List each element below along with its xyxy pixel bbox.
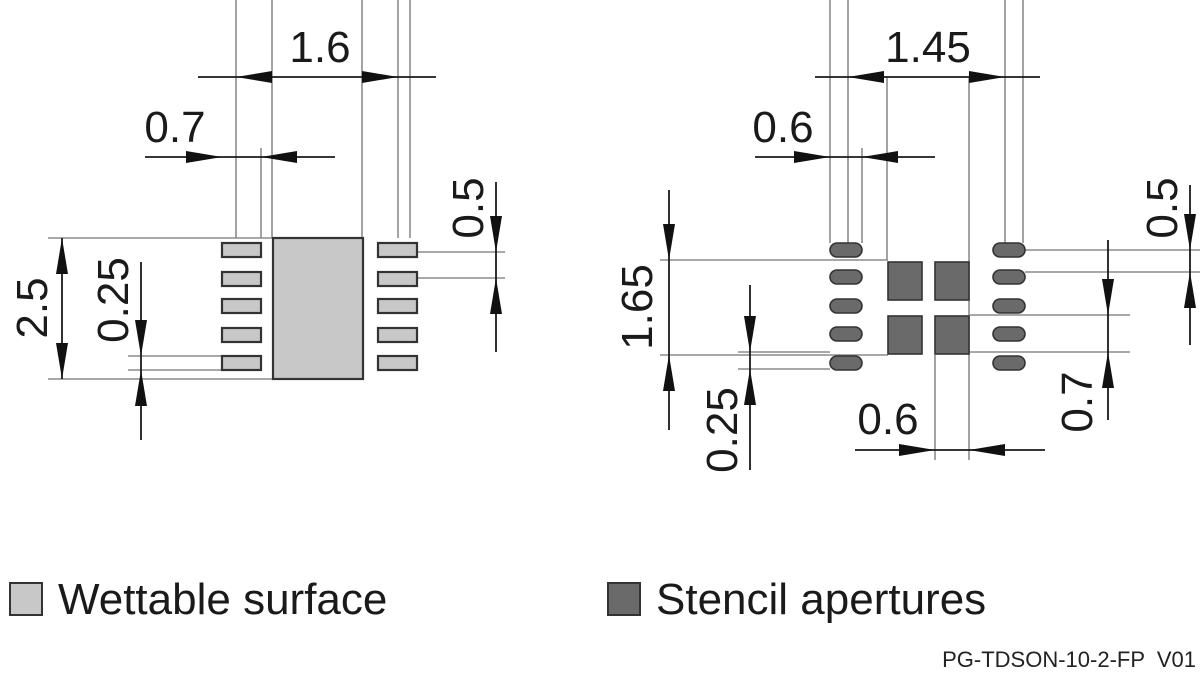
drawing-code: PG-TDSON-10-2-FP V01 <box>942 647 1196 672</box>
left-extension-lines <box>48 0 505 380</box>
stencil-left-pad-column <box>829 242 863 371</box>
dim-label-pitch: 0.25 <box>698 387 747 473</box>
pad <box>376 241 419 259</box>
right-dim-height: 1.65 <box>613 190 675 430</box>
pad <box>220 326 263 344</box>
dim-label-height: 2.5 <box>8 277 57 338</box>
pad <box>829 298 863 314</box>
dim-label-aperture-height: 0.7 <box>1053 371 1102 432</box>
pad <box>220 270 263 288</box>
stencil-right-pad-column <box>992 242 1026 371</box>
center-pad <box>271 236 365 381</box>
pad <box>829 355 863 371</box>
aperture <box>887 315 923 355</box>
left-dim-width-top: 1.6 <box>198 23 436 83</box>
aperture <box>934 315 970 355</box>
right-dim-width-top: 1.45 <box>815 23 1040 83</box>
left-pad-column <box>220 241 263 372</box>
dim-label-width: 1.45 <box>885 23 971 72</box>
dim-label-pad-width: 0.5 <box>1138 177 1187 238</box>
dim-label-pad-length: 0.6 <box>752 103 813 152</box>
dim-label-pad-length: 0.7 <box>144 103 205 152</box>
right-dim-pitch: 0.25 <box>698 285 756 473</box>
legend-label-wettable: Wettable surface <box>58 575 387 624</box>
pad <box>829 242 863 258</box>
pad <box>829 269 863 285</box>
pad <box>376 326 419 344</box>
aperture <box>887 261 923 301</box>
pad <box>992 298 1026 314</box>
pad <box>992 326 1026 342</box>
left-dim-pad-length: 0.7 <box>144 103 335 163</box>
pad <box>992 355 1026 371</box>
pad <box>376 354 419 372</box>
right-dim-aperture-width: 0.6 <box>855 395 1045 456</box>
left-footprint: 1.6 0.7 2.5 0.25 0.5 <box>8 0 505 440</box>
pad <box>992 269 1026 285</box>
aperture <box>934 261 970 301</box>
right-pad-column <box>376 241 419 372</box>
dim-label-width: 1.6 <box>289 23 350 72</box>
legend-label-stencil: Stencil apertures <box>656 575 986 624</box>
left-dim-pitch: 0.25 <box>89 257 147 440</box>
dim-label-pitch: 0.25 <box>89 257 138 343</box>
right-dim-aperture-height: 0.7 <box>1053 240 1114 433</box>
dim-label-pad-width: 0.5 <box>444 177 493 238</box>
pad <box>220 354 263 372</box>
pad <box>829 326 863 342</box>
pad <box>220 241 263 259</box>
pad <box>376 270 419 288</box>
pad <box>992 242 1026 258</box>
pad <box>220 297 263 315</box>
dim-label-height: 1.65 <box>613 264 662 350</box>
left-dim-pad-width: 0.5 <box>444 177 502 352</box>
legend-swatch-wettable <box>9 582 43 616</box>
dim-label-aperture-width: 0.6 <box>857 395 918 444</box>
right-dim-pad-length: 0.6 <box>752 103 935 163</box>
right-dim-pad-width: 0.5 <box>1138 177 1196 345</box>
right-footprint: 1.45 0.6 1.65 0.25 0.5 <box>613 0 1200 473</box>
stencil-aperture-grid <box>887 261 970 355</box>
legend: Wettable surface Stencil apertures <box>9 575 986 624</box>
pad <box>376 297 419 315</box>
left-dim-height: 2.5 <box>8 238 68 379</box>
legend-swatch-stencil <box>607 582 641 616</box>
right-extension-lines <box>660 0 1200 460</box>
